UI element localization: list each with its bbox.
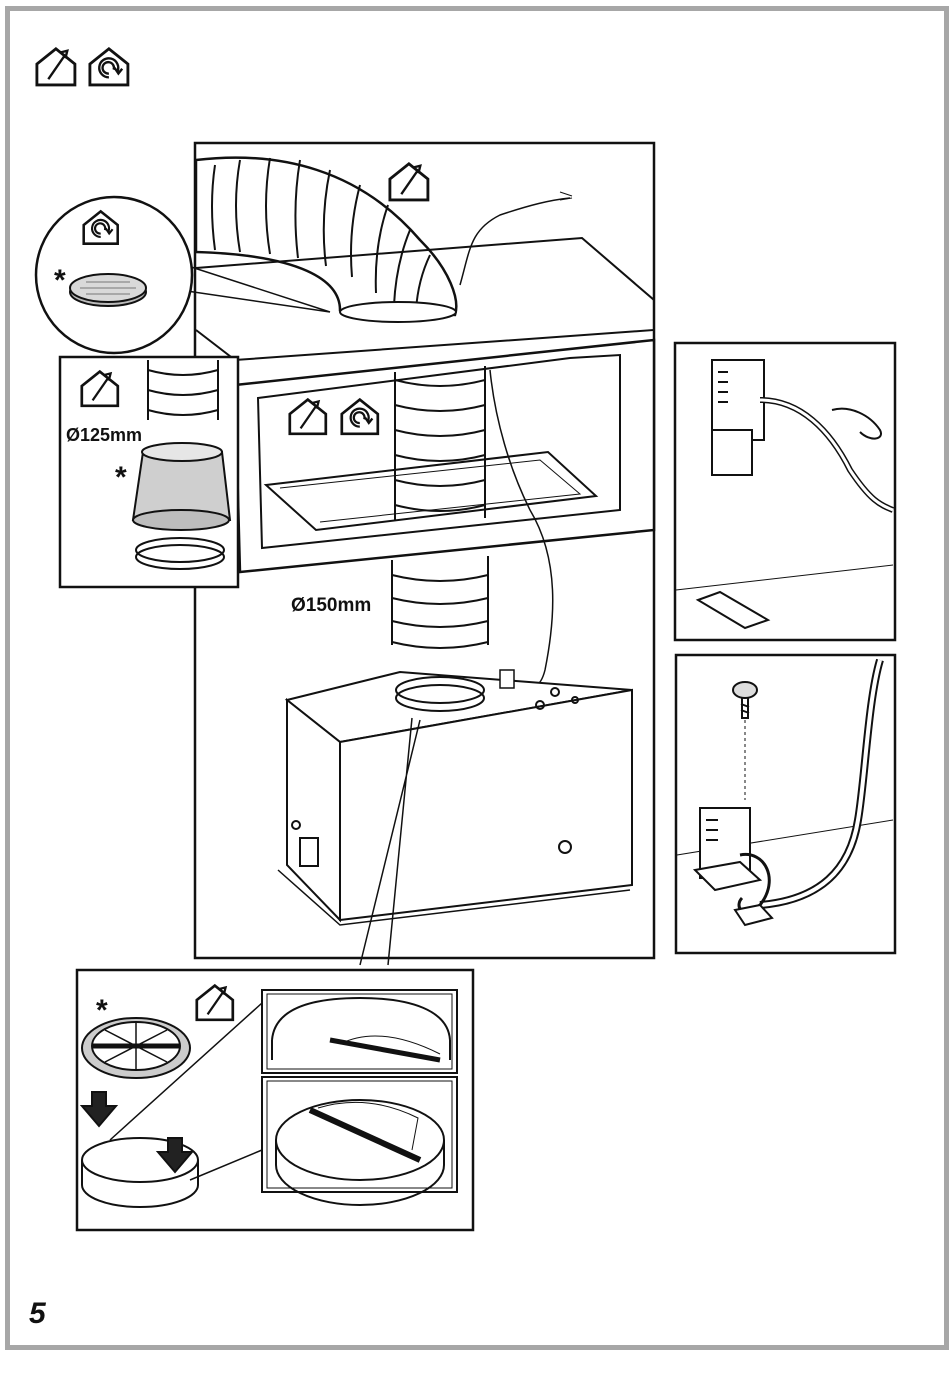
plug-clip-inset	[675, 343, 895, 640]
optional-mark-reducer: *	[115, 463, 127, 493]
plug-screw-inset	[676, 655, 895, 953]
optional-mark-valve: *	[96, 996, 108, 1026]
valve-inset	[77, 970, 473, 1230]
diameter-150-label: Ø150mm	[291, 595, 371, 617]
optional-mark-filter: *	[54, 266, 66, 296]
recirculation-mode-icon	[90, 49, 128, 85]
diameter-125-label: Ø125mm	[66, 425, 142, 446]
page-number: 5	[29, 1297, 46, 1331]
hood-body	[278, 670, 632, 925]
main-panel	[195, 143, 654, 965]
reducer-inset	[60, 357, 238, 587]
ducted-mode-icon	[37, 49, 75, 85]
